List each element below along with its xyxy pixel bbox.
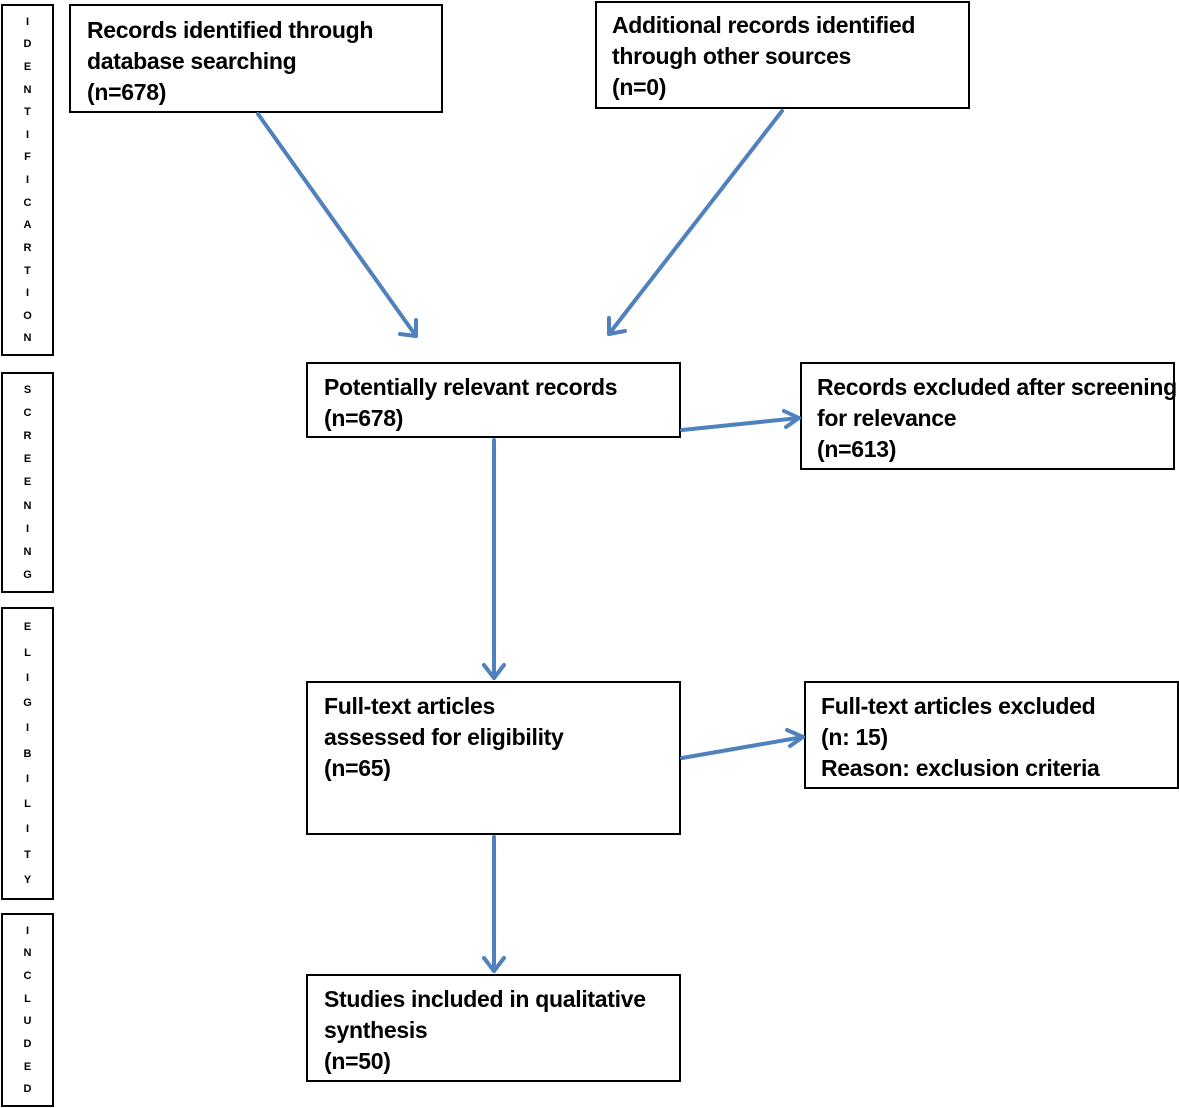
stage-letter: R bbox=[23, 430, 32, 443]
box-line: Full-text articles excluded bbox=[821, 693, 1096, 719]
box-line: Studies included in qualitative bbox=[324, 986, 646, 1012]
stage-letter: N bbox=[23, 332, 32, 345]
arrow-other-to-relevant bbox=[607, 109, 784, 336]
arrow-database-to-relevant bbox=[256, 112, 418, 338]
box-database-records: Records identified through database sear… bbox=[69, 4, 443, 113]
stage-letter: S bbox=[23, 384, 32, 397]
box-line: Records excluded after screening bbox=[817, 374, 1177, 400]
stage-letter: I bbox=[25, 287, 30, 300]
box-line: (n=50) bbox=[324, 1048, 391, 1074]
stage-letter: N bbox=[23, 947, 32, 960]
stage-letter: E bbox=[23, 60, 32, 73]
stage-letter: I bbox=[25, 722, 30, 735]
arrow-fulltext-to-included bbox=[482, 835, 506, 973]
box-line: Records identified through bbox=[87, 17, 374, 43]
stage-letter: I bbox=[25, 823, 30, 836]
stage-letter: D bbox=[23, 1037, 32, 1050]
box-line: assessed for eligibility bbox=[324, 724, 564, 750]
arrow-relevant-to-fulltext bbox=[482, 438, 506, 680]
box-excluded-screening: Records excluded after screening for rel… bbox=[800, 362, 1177, 470]
stage-letter: L bbox=[24, 798, 31, 810]
stage-letter: I bbox=[25, 671, 30, 684]
stage-letter: G bbox=[23, 697, 32, 709]
box-line: Full-text articles bbox=[324, 693, 495, 719]
stage-letter: C bbox=[23, 969, 32, 982]
arrow-fulltext-to-excluded bbox=[680, 728, 805, 760]
box-other-sources: Additional records identified through ot… bbox=[595, 1, 970, 109]
box-line: (n=678) bbox=[324, 405, 404, 431]
box-potentially-relevant: Potentially relevant records (n=678) bbox=[306, 362, 681, 438]
stage-letter: C bbox=[23, 196, 32, 209]
stage-letter: I bbox=[25, 128, 30, 141]
stage-letter: D bbox=[23, 1083, 32, 1096]
box-fulltext-excluded: Full-text articles excluded (n: 15) Reas… bbox=[804, 681, 1179, 789]
stage-letter: T bbox=[24, 106, 31, 119]
stage-letter: T bbox=[24, 264, 31, 277]
stage-letter: D bbox=[23, 38, 32, 51]
stage-letter: G bbox=[23, 568, 32, 581]
stage-letter: I bbox=[25, 772, 30, 785]
stage-letter: I bbox=[25, 924, 30, 937]
box-line: Potentially relevant records bbox=[324, 374, 618, 400]
box-line: (n=0) bbox=[612, 74, 667, 100]
box-line: Additional records identified bbox=[612, 12, 916, 38]
stage-letter: U bbox=[23, 1015, 32, 1028]
stage-letter: A bbox=[23, 219, 32, 232]
stage-letter: N bbox=[23, 545, 32, 558]
box-line: for relevance bbox=[817, 405, 957, 431]
stage-letter: F bbox=[24, 151, 31, 164]
stage-letter: I bbox=[25, 174, 30, 186]
box-line: (n=613) bbox=[817, 436, 897, 462]
stage-letter: E bbox=[23, 476, 32, 489]
stage-letter: N bbox=[23, 83, 32, 96]
stage-letter: O bbox=[23, 309, 32, 322]
stage-letter: Y bbox=[23, 873, 32, 886]
stage-letter: L bbox=[24, 992, 31, 1005]
box-line: (n=678) bbox=[87, 79, 167, 105]
box-line: synthesis bbox=[324, 1017, 428, 1043]
box-line: (n=65) bbox=[324, 755, 391, 781]
stage-letter: N bbox=[23, 499, 32, 512]
stage-letter: B bbox=[23, 747, 32, 760]
stage-letter: I bbox=[25, 522, 30, 535]
box-line: Reason: exclusion criteria bbox=[821, 755, 1100, 781]
stage-letter: L bbox=[24, 646, 31, 659]
stage-letter: E bbox=[23, 453, 32, 466]
stage-letter: T bbox=[24, 848, 31, 861]
box-line: (n: 15) bbox=[821, 724, 888, 750]
stage-letter: C bbox=[23, 407, 32, 420]
stage-letter: I bbox=[25, 15, 30, 28]
stage-letter: E bbox=[23, 621, 32, 634]
stage-letter: E bbox=[23, 1060, 32, 1073]
box-line: through other sources bbox=[612, 43, 852, 69]
box-studies-included: Studies included in qualitative synthesi… bbox=[306, 974, 681, 1082]
box-fulltext-assessed: Full-text articles assessed for eligibil… bbox=[306, 681, 681, 835]
arrow-relevant-to-excluded bbox=[680, 409, 801, 432]
stage-letter: R bbox=[23, 241, 32, 254]
box-line: database searching bbox=[87, 48, 297, 74]
